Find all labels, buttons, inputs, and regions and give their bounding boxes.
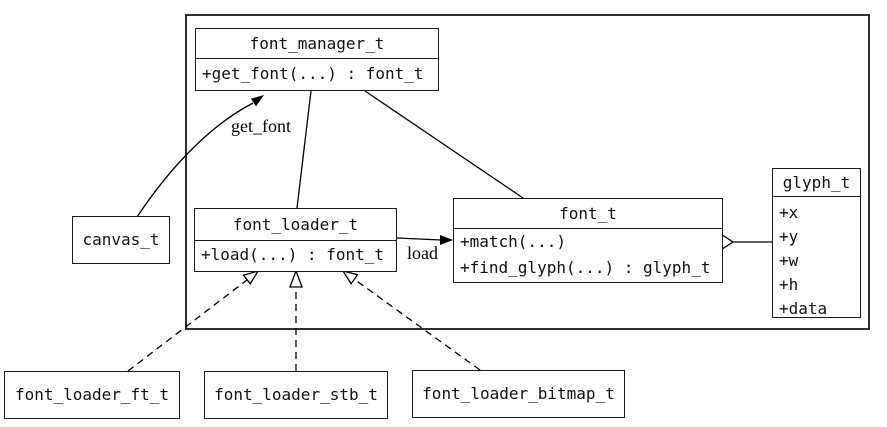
class-member: +h — [779, 275, 799, 294]
class-box-font-loader-stb: font_loader_stb_t — [204, 371, 388, 419]
class-member: +find_glyph(...) : glyph_t — [460, 258, 711, 277]
class-box-font-loader: font_loader_t +load(...) : font_t — [194, 208, 397, 272]
edge-ft-realizes-font-loader — [127, 279, 248, 372]
class-title: font_loader_ft_t — [14, 385, 170, 404]
edge-label-get-font: get_font — [231, 116, 291, 136]
class-member: +x — [779, 203, 799, 222]
class-member: +get_font(...) : font_t — [202, 64, 424, 83]
realization-triangle-bitmap-icon — [341, 269, 359, 285]
class-members: +get_font(...) : font_t — [196, 59, 438, 88]
edge-font-loader-to-font-manager — [296, 90, 312, 209]
arrowhead-load — [440, 235, 453, 245]
package-frame — [185, 14, 870, 330]
class-box-canvas: canvas_t — [72, 216, 170, 264]
class-box-font-loader-bitmap: font_loader_bitmap_t — [412, 370, 625, 418]
class-title: font_t — [454, 199, 722, 229]
class-member: +y — [779, 227, 799, 246]
class-members: +x +y +w +h +data — [773, 197, 860, 321]
realization-triangle-ft-icon — [242, 269, 260, 285]
edge-bitmap-realizes-font-loader — [353, 278, 481, 371]
class-title: canvas_t — [82, 230, 160, 249]
class-title: font_manager_t — [196, 29, 438, 59]
edge-label-load: load — [407, 243, 438, 263]
class-box-glyph: glyph_t +x +y +w +h +data — [772, 168, 861, 318]
class-box-font-manager: font_manager_t +get_font(...) : font_t — [195, 28, 439, 91]
class-member: +match(...) — [460, 232, 566, 251]
class-members: +match(...) +find_glyph(...) : glyph_t — [454, 229, 722, 281]
class-title: font_loader_bitmap_t — [422, 384, 615, 403]
class-member: +w — [779, 251, 799, 270]
realization-triangle-stb-icon — [289, 269, 303, 288]
class-member: +load(...) : font_t — [201, 245, 385, 264]
arrowhead-get-font — [250, 95, 264, 107]
class-title: font_loader_stb_t — [214, 385, 378, 404]
class-box-font: font_t +match(...) +find_glyph(...) : gl… — [453, 198, 723, 283]
edge-canvas-to-font-manager — [136, 102, 254, 218]
class-member: +data — [779, 299, 828, 318]
edge-font-loader-to-font — [396, 237, 442, 241]
class-title: font_loader_t — [195, 209, 396, 241]
class-title: glyph_t — [773, 169, 860, 197]
edge-font-to-font-manager — [364, 90, 524, 199]
class-members: +load(...) : font_t — [195, 241, 396, 269]
class-box-font-loader-ft: font_loader_ft_t — [4, 371, 180, 419]
